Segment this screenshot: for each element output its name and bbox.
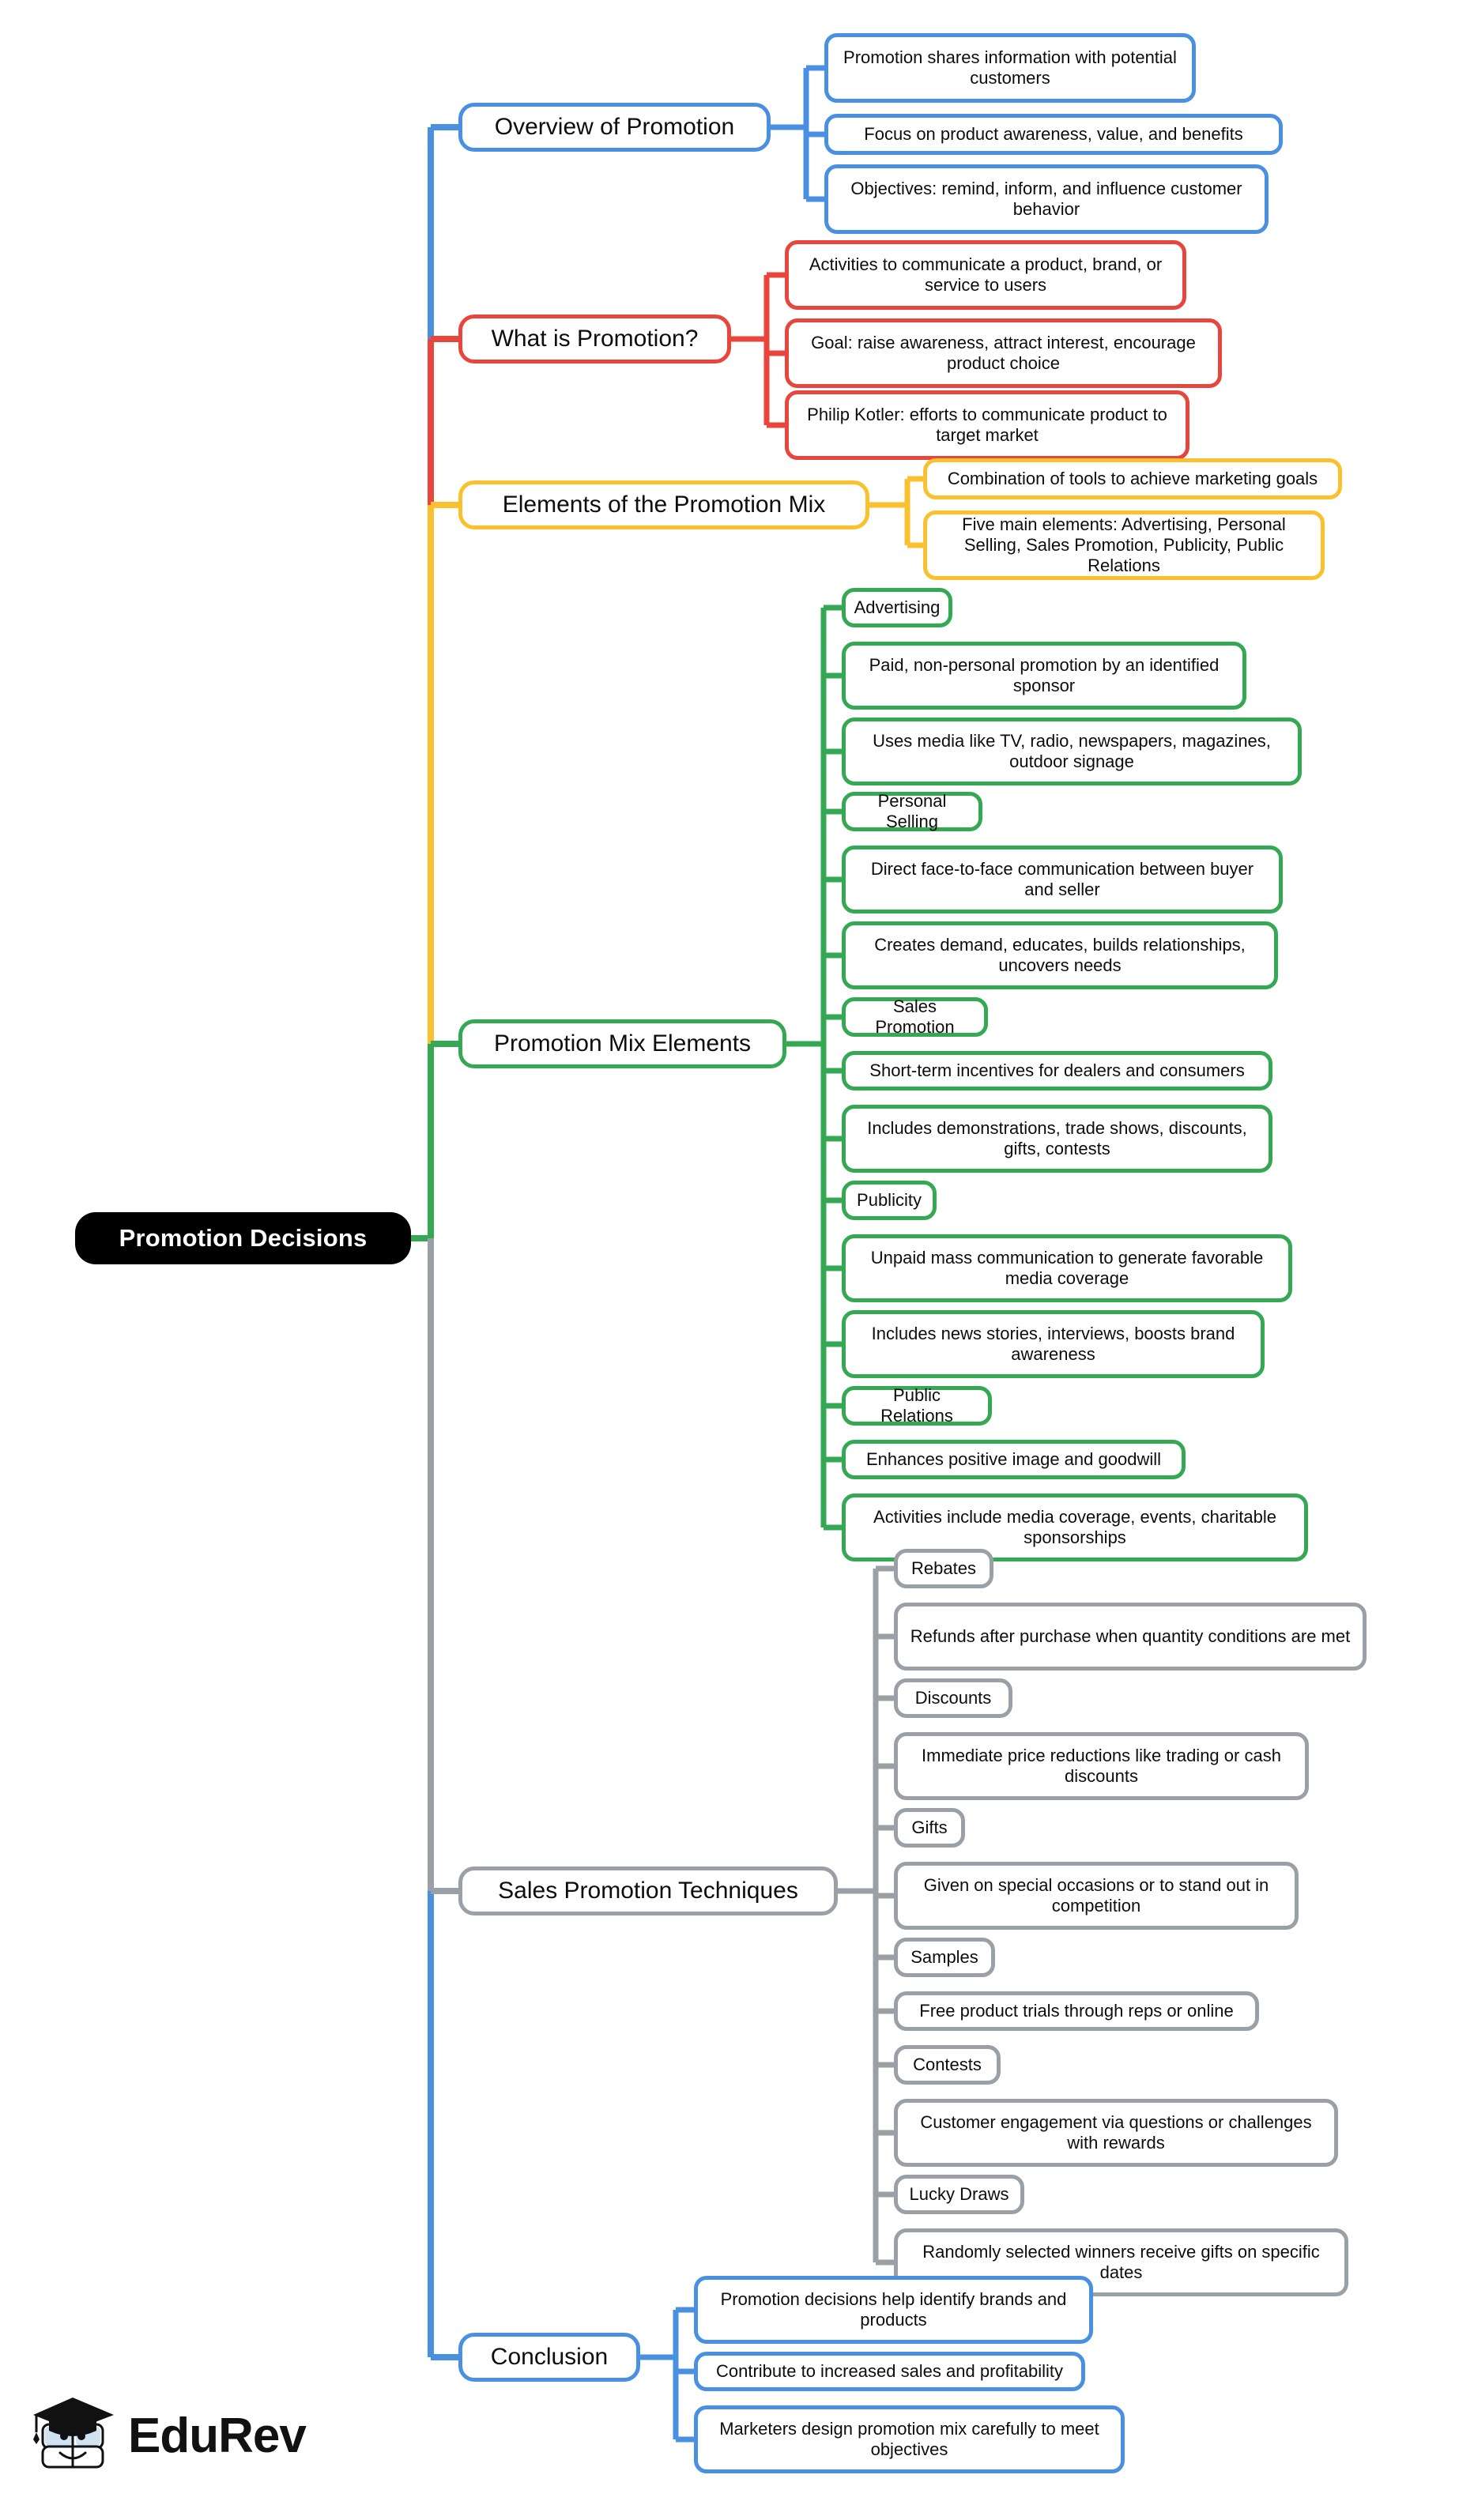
- leaf-node[interactable]: Samples: [894, 1938, 995, 1977]
- leaf-node[interactable]: Goal: raise awareness, attract interest,…: [785, 318, 1222, 388]
- leaf-node[interactable]: Publicity: [842, 1181, 937, 1220]
- leaf-node-label: Contests: [913, 2055, 982, 2075]
- leaf-node-label: Personal Selling: [877, 791, 947, 831]
- leaf-node-label: Lucky Draws: [909, 2184, 1009, 2205]
- leaf-node-label: Short-term incentives for dealers and co…: [869, 1060, 1245, 1081]
- graduation-cap-book-mascot-icon: [32, 2394, 117, 2477]
- branch-node-overview-of-promotion[interactable]: Overview of Promotion: [458, 103, 771, 152]
- leaf-node[interactable]: Advertising: [842, 588, 952, 627]
- leaf-node[interactable]: Uses media like TV, radio, newspapers, m…: [842, 718, 1302, 785]
- leaf-node-label: Includes demonstrations, trade shows, di…: [867, 1118, 1247, 1158]
- leaf-node[interactable]: Enhances positive image and goodwill: [842, 1440, 1186, 1479]
- leaf-node-label: Given on special occasions or to stand o…: [923, 1875, 1269, 1915]
- leaf-node-label: Free product trials through reps or onli…: [919, 2001, 1234, 2021]
- leaf-node[interactable]: Lucky Draws: [894, 2175, 1024, 2214]
- leaf-node-label: Objectives: remind, inform, and influenc…: [850, 179, 1242, 219]
- leaf-node[interactable]: Includes demonstrations, trade shows, di…: [842, 1105, 1272, 1173]
- branch-node-label: Sales Promotion Techniques: [498, 1878, 798, 1904]
- leaf-node[interactable]: Unpaid mass communication to generate fa…: [842, 1234, 1292, 1302]
- leaf-node[interactable]: Creates demand, educates, builds relatio…: [842, 921, 1278, 989]
- leaf-node[interactable]: Includes news stories, interviews, boost…: [842, 1310, 1265, 1378]
- leaf-node[interactable]: Public Relations: [842, 1385, 992, 1426]
- leaf-node-label: Publicity: [857, 1190, 922, 1211]
- logo-text: EduRev: [128, 2408, 307, 2463]
- leaf-node[interactable]: Immediate price reductions like trading …: [894, 1732, 1309, 1800]
- leaf-node-label: Unpaid mass communication to generate fa…: [870, 1248, 1264, 1288]
- leaf-node[interactable]: Marketers design promotion mix carefully…: [694, 2405, 1125, 2473]
- leaf-node-label: Immediate price reductions like trading …: [922, 1746, 1281, 1786]
- leaf-node[interactable]: Short-term incentives for dealers and co…: [842, 1051, 1272, 1090]
- leaf-node-label: Discounts: [914, 1688, 992, 1708]
- branch-node-label: Overview of Promotion: [494, 114, 735, 141]
- leaf-node[interactable]: Five main elements: Advertising, Persona…: [923, 510, 1325, 580]
- leaf-node-label: Includes news stories, interviews, boost…: [871, 1324, 1235, 1364]
- root-label: Promotion Decisions: [119, 1224, 368, 1252]
- leaf-node-label: Rebates: [911, 1558, 976, 1579]
- leaf-node[interactable]: Activities to communicate a product, bra…: [785, 240, 1186, 310]
- leaf-node[interactable]: Discounts: [894, 1678, 1012, 1718]
- leaf-node[interactable]: Contests: [894, 2045, 1001, 2085]
- leaf-node[interactable]: Direct face-to-face communication betwee…: [842, 846, 1283, 913]
- leaf-node-label: Sales Promotion: [875, 996, 955, 1037]
- leaf-node[interactable]: Personal Selling: [842, 791, 982, 831]
- leaf-node-label: Promotion shares information with potent…: [843, 47, 1177, 88]
- leaf-node-label: Samples: [910, 1947, 978, 1968]
- leaf-node-label: Advertising: [854, 597, 941, 618]
- leaf-node-label: Contribute to increased sales and profit…: [715, 2361, 1064, 2382]
- leaf-node[interactable]: Refunds after purchase when quantity con…: [894, 1603, 1367, 1671]
- branch-node-label: Conclusion: [490, 2344, 609, 2371]
- edurev-logo: EduRev: [32, 2394, 307, 2477]
- leaf-node[interactable]: Focus on product awareness, value, and b…: [824, 114, 1283, 155]
- leaf-node[interactable]: Promotion shares information with potent…: [824, 33, 1196, 103]
- leaf-node-label: Philip Kotler: efforts to communicate pr…: [807, 405, 1167, 445]
- leaf-node[interactable]: Sales Promotion: [842, 996, 988, 1037]
- leaf-node-label: Refunds after purchase when quantity con…: [910, 1626, 1351, 1647]
- root-node[interactable]: Promotion Decisions: [75, 1212, 411, 1264]
- leaf-node-label: Activities include media coverage, event…: [873, 1507, 1276, 1547]
- leaf-node-label: Randomly selected winners receive gifts …: [922, 2242, 1320, 2282]
- branch-node-label: What is Promotion?: [491, 326, 699, 352]
- leaf-node[interactable]: Contribute to increased sales and profit…: [694, 2352, 1085, 2391]
- leaf-node-label: Customer engagement via questions or cha…: [920, 2112, 1312, 2153]
- leaf-node-label: Focus on product awareness, value, and b…: [864, 124, 1243, 145]
- leaf-node[interactable]: Free product trials through reps or onli…: [894, 1991, 1259, 2031]
- branch-node-what-is-promotion[interactable]: What is Promotion?: [458, 315, 731, 363]
- leaf-node-label: Promotion decisions help identify brands…: [720, 2289, 1067, 2330]
- branch-node-elements-of-the-promotion-mix[interactable]: Elements of the Promotion Mix: [458, 480, 869, 529]
- leaf-node[interactable]: Philip Kotler: efforts to communicate pr…: [785, 390, 1189, 460]
- leaf-node[interactable]: Rebates: [894, 1549, 993, 1588]
- leaf-node[interactable]: Customer engagement via questions or cha…: [894, 2099, 1338, 2167]
- leaf-node-label: Creates demand, educates, builds relatio…: [874, 935, 1246, 975]
- leaf-node-label: Paid, non-personal promotion by an ident…: [869, 655, 1220, 695]
- leaf-node-label: Direct face-to-face communication betwee…: [870, 859, 1254, 899]
- leaf-node-label: Marketers design promotion mix carefully…: [719, 2419, 1099, 2459]
- leaf-node[interactable]: Combination of tools to achieve marketin…: [923, 458, 1342, 499]
- leaf-node-label: Combination of tools to achieve marketin…: [947, 469, 1318, 489]
- branch-node-conclusion[interactable]: Conclusion: [458, 2333, 640, 2382]
- branch-node-sales-promotion-techniques[interactable]: Sales Promotion Techniques: [458, 1866, 838, 1915]
- leaf-node[interactable]: Objectives: remind, inform, and influenc…: [824, 164, 1269, 234]
- branch-node-label: Promotion Mix Elements: [493, 1030, 752, 1057]
- leaf-node-label: Goal: raise awareness, attract interest,…: [811, 333, 1196, 373]
- leaf-node-label: Public Relations: [880, 1385, 953, 1426]
- leaf-node-label: Enhances positive image and goodwill: [865, 1449, 1161, 1470]
- leaf-node-label: Gifts: [911, 1817, 948, 1838]
- leaf-node[interactable]: Paid, non-personal promotion by an ident…: [842, 642, 1246, 710]
- leaf-node-label: Five main elements: Advertising, Persona…: [962, 514, 1286, 575]
- leaf-node-label: Uses media like TV, radio, newspapers, m…: [873, 731, 1271, 771]
- branch-node-label: Elements of the Promotion Mix: [502, 492, 826, 518]
- leaf-node[interactable]: Promotion decisions help identify brands…: [694, 2276, 1093, 2344]
- leaf-node[interactable]: Given on special occasions or to stand o…: [894, 1862, 1299, 1930]
- leaf-node-label: Activities to communicate a product, bra…: [809, 254, 1163, 295]
- branch-node-promotion-mix-elements[interactable]: Promotion Mix Elements: [458, 1019, 786, 1068]
- leaf-node[interactable]: Gifts: [894, 1808, 965, 1848]
